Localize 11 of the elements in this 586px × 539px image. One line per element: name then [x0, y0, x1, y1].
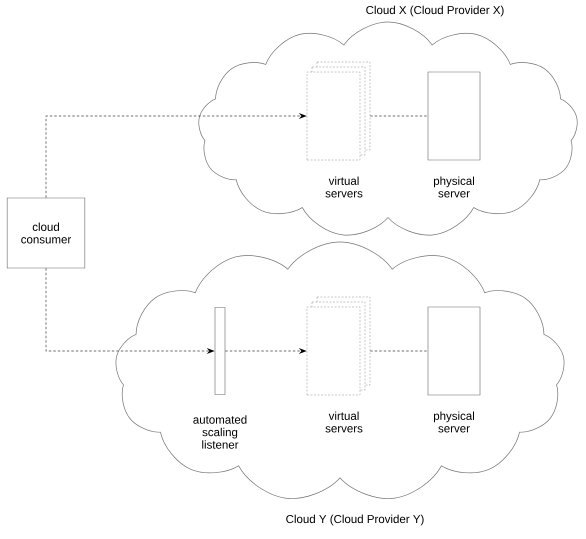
- node-caption: virtual servers: [325, 176, 362, 198]
- consumer-box: cloud consumer: [6, 198, 86, 268]
- node-caption: physical server: [434, 412, 474, 432]
- node-caption: virtual servers: [325, 412, 362, 432]
- connector-arrow: [46, 268, 215, 354]
- connector-arrow: [224, 348, 307, 354]
- node-caption: physical server: [434, 176, 474, 198]
- node-caption: automated scaling listener: [193, 415, 246, 449]
- connector-arrow: [46, 113, 307, 198]
- cloud-title: Cloud Y (Cloud Provider Y): [286, 514, 424, 526]
- cloud-title: Cloud X (Cloud Provider X): [366, 6, 504, 16]
